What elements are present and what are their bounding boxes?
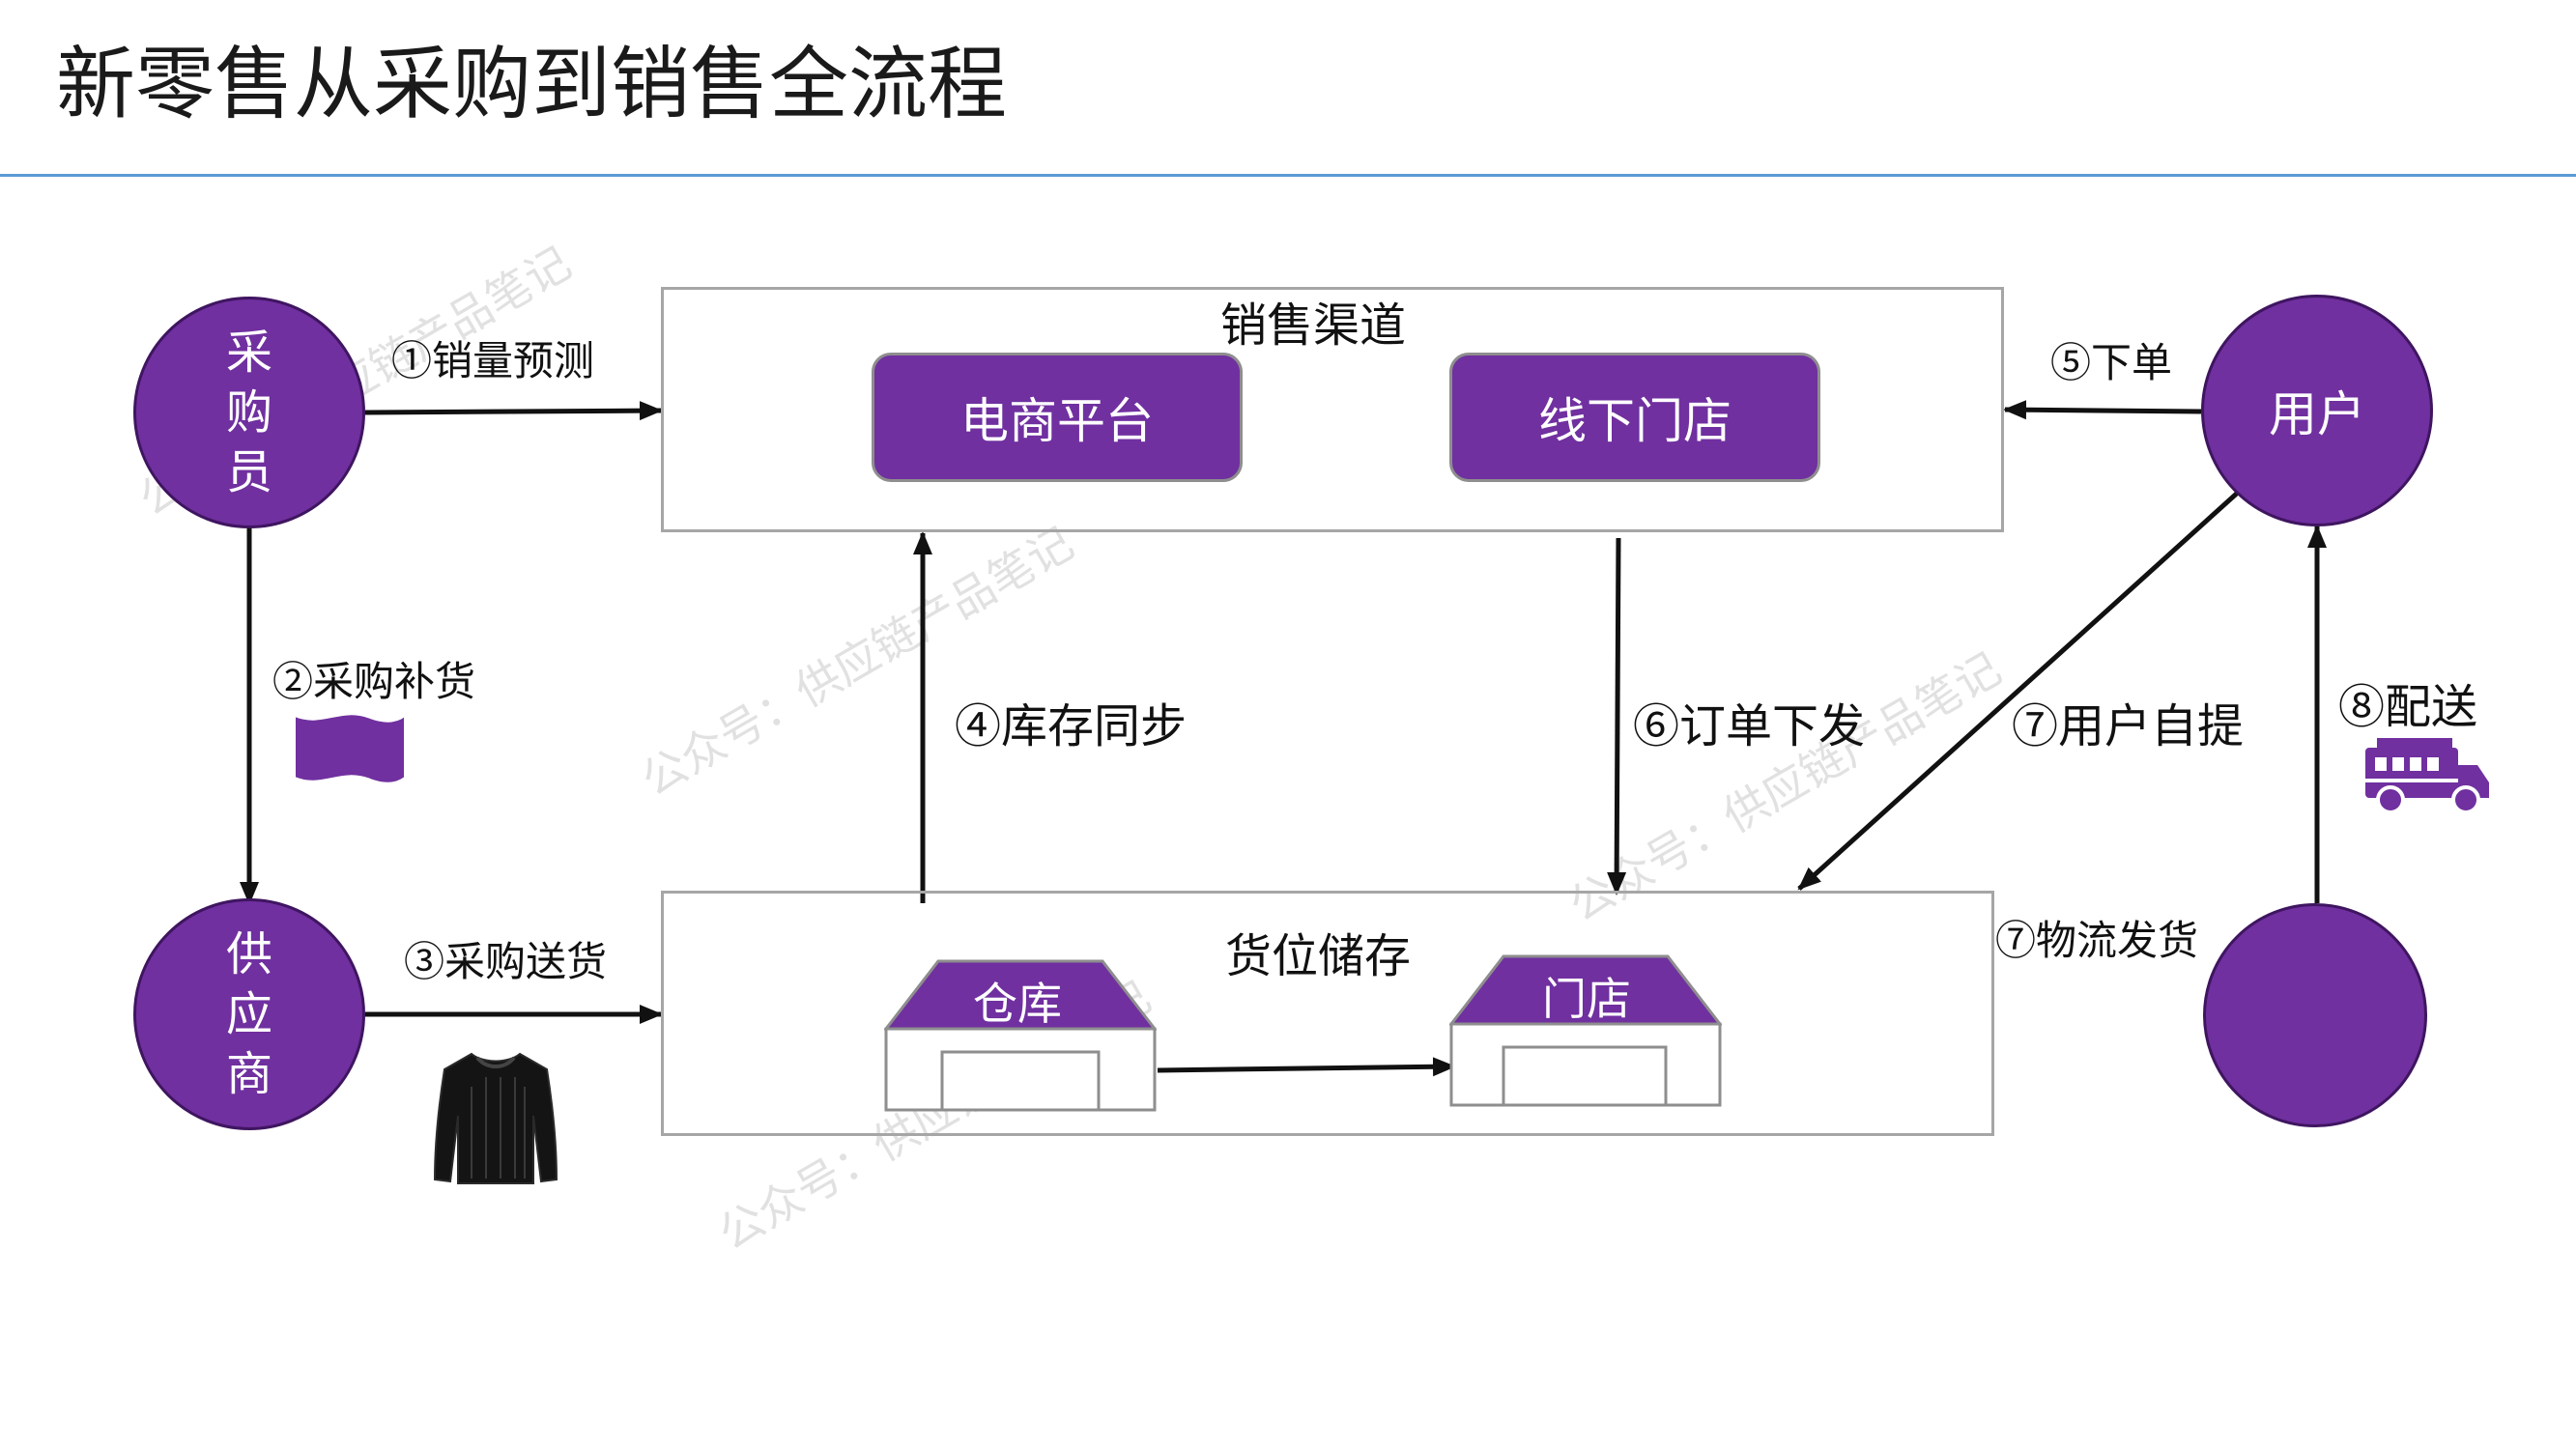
user-node[interactable]: 用户 xyxy=(2201,295,2433,526)
arrow-place-order xyxy=(2003,400,2202,420)
supplier-node[interactable]: 供应商 xyxy=(133,898,365,1130)
ecommerce-platform-label: 电商平台 xyxy=(960,393,1154,449)
step-inventory-sync: ④库存同步 xyxy=(955,699,1188,753)
offline-store-button[interactable]: 线下门店 xyxy=(1449,353,1820,482)
step-logistics-ship: ⑦物流发货 xyxy=(1995,917,2199,964)
buyer-node[interactable]: 采购员 xyxy=(133,297,365,528)
step-replenish: ②采购补货 xyxy=(272,658,476,705)
sales-channel-title: 销售渠道 xyxy=(1220,298,1407,353)
sales-channel-box xyxy=(661,287,2004,532)
step-deliver: ③采购送货 xyxy=(404,938,608,985)
user-label: 用户 xyxy=(2269,386,2365,442)
buyer-label: 采购员 xyxy=(225,326,272,499)
step-place-order: ⑤下单 xyxy=(2050,339,2173,386)
sweater-icon xyxy=(433,1052,558,1184)
warehouse-label: 仓库 xyxy=(973,978,1062,1030)
step-self-pickup: ⑦用户自提 xyxy=(2012,699,2245,753)
ecommerce-platform-button[interactable]: 电商平台 xyxy=(872,353,1243,482)
step-delivery: ⑧配送 xyxy=(2338,680,2478,734)
arrow-sales-forecast xyxy=(364,401,663,421)
arrow-transfer xyxy=(1157,1057,1456,1077)
truck-icon xyxy=(2365,738,2489,814)
storage-title: 货位储存 xyxy=(1225,929,1412,983)
step-order-dispatch: ⑥订单下发 xyxy=(1633,699,1866,753)
flag-icon xyxy=(294,713,406,784)
arrow-self-pickup xyxy=(1797,489,2242,891)
title-divider xyxy=(0,174,2576,177)
store-label: 门店 xyxy=(1542,973,1631,1025)
page-title: 新零售从采购到销售全流程 xyxy=(56,39,1008,130)
offline-store-label: 线下门店 xyxy=(1538,393,1732,449)
step-sales-forecast: ①销量预测 xyxy=(391,337,595,384)
warehouse-icon: 仓库 xyxy=(884,959,1157,1112)
store-icon: 门店 xyxy=(1449,954,1722,1107)
supplier-label: 供应商 xyxy=(225,927,272,1101)
arrow-order-dispatch xyxy=(1607,537,1627,895)
courier-node[interactable] xyxy=(2203,903,2427,1127)
storage-box xyxy=(661,891,1994,1136)
